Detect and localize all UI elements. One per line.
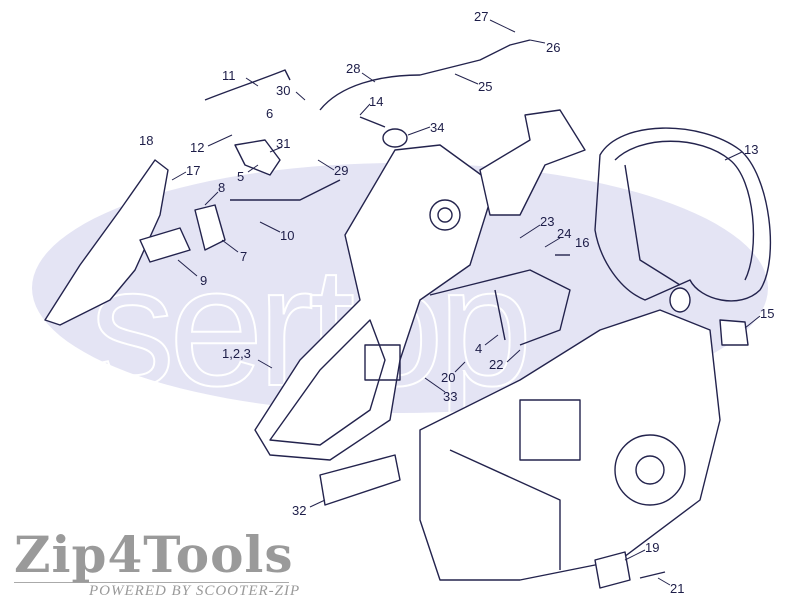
callout-32: 32 xyxy=(292,503,306,518)
callout-10: 10 xyxy=(280,228,294,243)
callout-23: 23 xyxy=(540,214,554,229)
leader-lines xyxy=(171,19,761,586)
logo-name: Zip4Tools xyxy=(14,525,294,584)
callout-29: 29 xyxy=(334,163,348,178)
small-parts xyxy=(139,39,749,589)
part-engine-block xyxy=(419,309,721,581)
callout-9: 9 xyxy=(200,273,207,288)
callout-24: 24 xyxy=(557,226,571,241)
callout-31: 31 xyxy=(276,136,290,151)
callout-14: 14 xyxy=(369,94,383,109)
part-handle-housing xyxy=(254,109,586,461)
part-cover-17 xyxy=(44,159,169,326)
callout-18: 18 xyxy=(139,133,153,148)
callout-27: 27 xyxy=(474,9,488,24)
callout-28: 28 xyxy=(346,61,360,76)
callout-labels: 27 26 28 25 11 30 14 6 34 31 12 18 29 5 … xyxy=(139,9,774,596)
callout-15: 15 xyxy=(760,306,774,321)
callout-11: 11 xyxy=(222,68,236,83)
callout-17: 17 xyxy=(186,163,200,178)
callout-4: 4 xyxy=(475,341,482,356)
callout-13: 13 xyxy=(744,142,758,157)
zip4tools-logo: Zip4Tools POWERED BY SCOOTER-ZIP xyxy=(14,530,300,600)
logo-tagline: POWERED BY SCOOTER-ZIP xyxy=(89,583,301,599)
callout-22: 22 xyxy=(489,357,503,372)
callout-25: 25 xyxy=(478,79,492,94)
callout-20: 20 xyxy=(441,370,455,385)
callout-16: 16 xyxy=(575,235,589,250)
callout-33: 33 xyxy=(443,389,457,404)
logo-divider xyxy=(14,582,289,583)
callout-26: 26 xyxy=(546,40,560,55)
callout-5: 5 xyxy=(237,169,244,184)
callout-1-2-3: 1,2,3 xyxy=(222,346,251,361)
callout-19: 19 xyxy=(645,540,659,555)
callout-12: 12 xyxy=(190,140,204,155)
callout-6: 6 xyxy=(266,106,273,121)
callout-30: 30 xyxy=(276,83,290,98)
callout-21: 21 xyxy=(670,581,684,596)
callout-7: 7 xyxy=(240,249,247,264)
callout-34: 34 xyxy=(430,120,444,135)
part-front-handle xyxy=(594,127,772,313)
callout-8: 8 xyxy=(218,180,225,195)
